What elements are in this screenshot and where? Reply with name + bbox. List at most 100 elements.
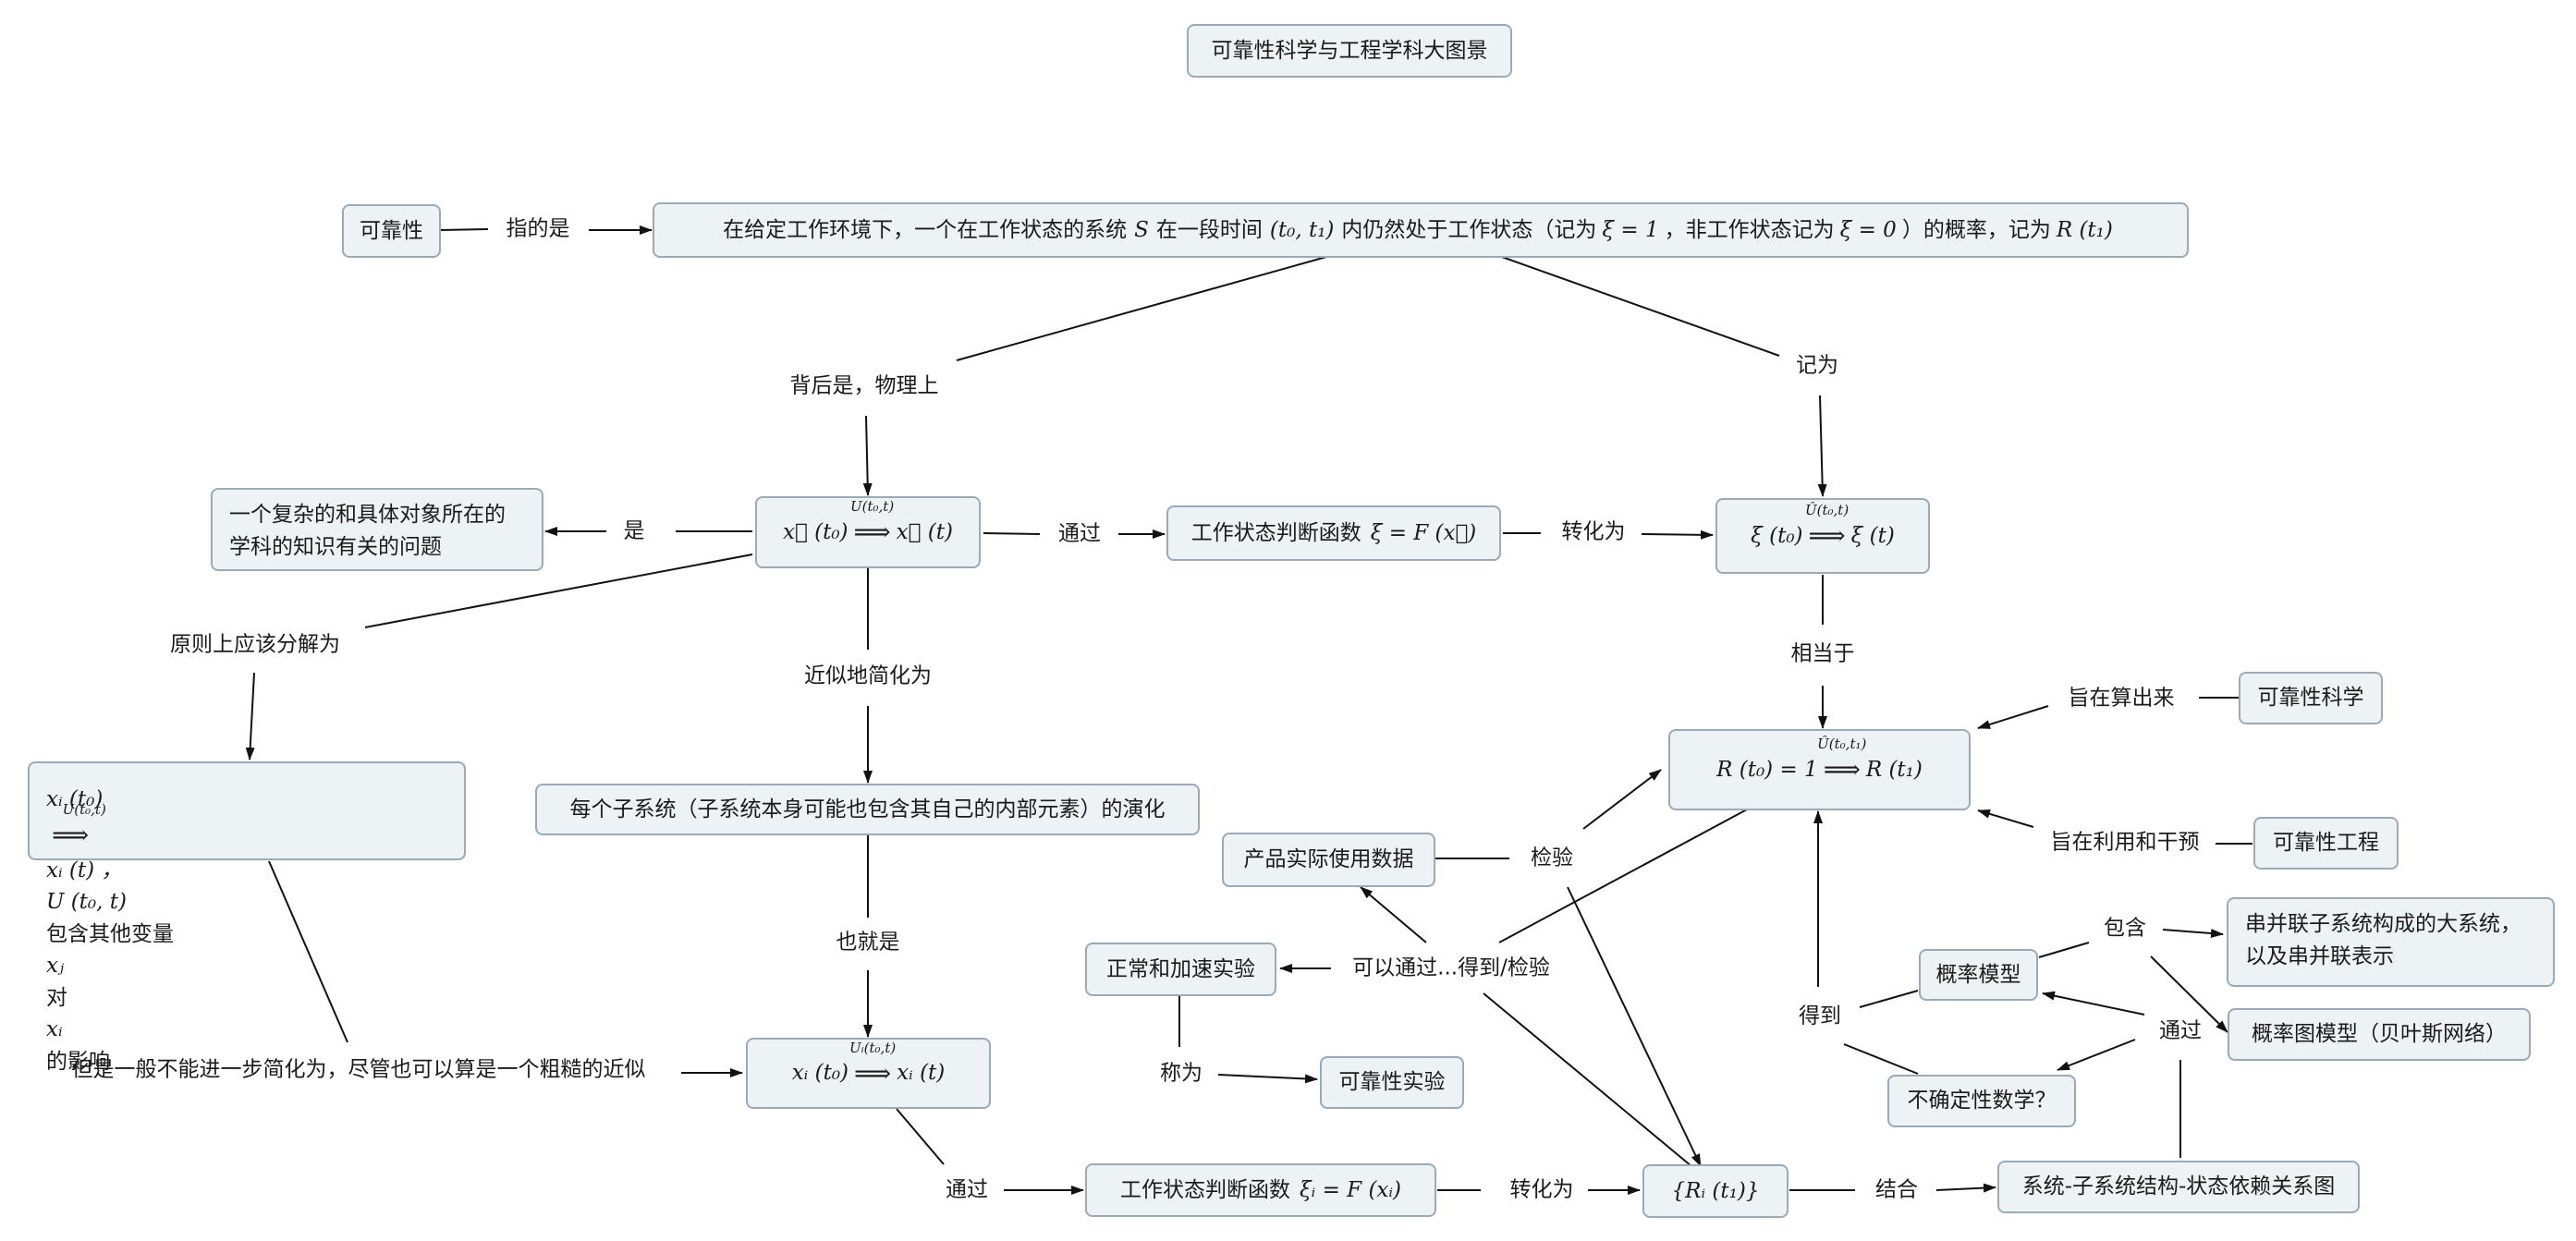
link bbox=[2038, 942, 2090, 958]
evo-arrow: U(t₀,t)⟹ bbox=[850, 498, 895, 547]
label-but: 但是一般不能进一步简化为，尽管也可以算是一个粗糙的近似 bbox=[71, 1057, 646, 1082]
label-equivalent: 相当于 bbox=[1790, 641, 1855, 666]
node-system-graph: 系统-子系统结构-状态依赖关系图 bbox=[1997, 1161, 2360, 1213]
node-sub-evolution: xᵢ (t₀) Uᵢ(t₀,t)⟹ xᵢ (t) bbox=[746, 1038, 991, 1109]
link bbox=[862, 415, 873, 496]
label-check: 检验 bbox=[1531, 846, 1573, 870]
node-evolution: x⃗ (t₀) U(t₀,t)⟹ x⃗ (t) bbox=[755, 496, 981, 568]
evo-lhs: x⃗ (t₀) bbox=[783, 519, 848, 544]
label-refers-to: 指的是 bbox=[506, 216, 570, 241]
label-obtain: 得到 bbox=[1799, 1004, 1841, 1028]
link bbox=[1501, 256, 1780, 357]
link bbox=[983, 532, 1041, 535]
node-ri-set: {Rᵢ (t₁)} bbox=[1642, 1164, 1789, 1218]
label-aim-compute: 旨在算出来 bbox=[2068, 686, 2175, 711]
label-convert-1: 转化为 bbox=[1561, 519, 1626, 544]
node-reliability-science: 可靠性科学 bbox=[2239, 672, 2383, 724]
link bbox=[2150, 955, 2228, 1033]
node-xi-evolution: ξ (t₀) Û(t₀,t)⟹ ξ (t) bbox=[1715, 498, 1930, 574]
judge-text: 工作状态判断函数 bbox=[1190, 520, 1361, 545]
def-text1: 在给定工作环境下，一个在工作状态的系统 bbox=[723, 217, 1128, 242]
req-lhs: R (t₀) = 1 bbox=[1716, 757, 1818, 782]
judge-i-text: 工作状态判断函数 bbox=[1119, 1177, 1290, 1202]
judge-expr: ξ = F (x⃗) bbox=[1370, 520, 1477, 545]
label-include: 包含 bbox=[2104, 916, 2146, 941]
judge-i-expr: ξᵢ = F (xᵢ) bbox=[1299, 1177, 1401, 1202]
def-xi0: ξ = 0 bbox=[1839, 217, 1897, 242]
sub-rhs: xᵢ (t) bbox=[897, 1061, 946, 1086]
node-reliability-equation: R (t₀) = 1 Û(t₀,t₁)⟹ R (t₁) bbox=[1668, 729, 1971, 810]
req-arrow: Û(t₀,t₁)⟹ bbox=[1817, 736, 1867, 785]
link bbox=[1582, 769, 1662, 830]
link bbox=[245, 672, 255, 760]
def-xi1: ξ = 1 bbox=[1602, 217, 1659, 242]
node-reliability: 可靠性 bbox=[342, 204, 441, 258]
node-uncertain-math: 不确定性数学？ bbox=[1887, 1075, 2076, 1127]
label-is: 是 bbox=[623, 518, 645, 543]
link bbox=[1977, 705, 2049, 729]
link bbox=[268, 860, 348, 1043]
link bbox=[1498, 809, 1748, 943]
link bbox=[1567, 886, 1702, 1167]
label-denoted: 记为 bbox=[1796, 353, 1838, 378]
complex-line1: 一个复杂的和具体对象所在的 bbox=[229, 503, 506, 527]
label-in-principle: 原则上应该分解为 bbox=[170, 632, 340, 657]
link bbox=[2042, 991, 2145, 1016]
link bbox=[2162, 929, 2224, 938]
link bbox=[896, 1108, 945, 1165]
def-text4: ，非工作状态记为 bbox=[1664, 217, 1835, 242]
node-reliability-test: 可靠性实验 bbox=[1320, 1056, 1464, 1109]
link bbox=[1641, 529, 1714, 540]
link bbox=[1935, 1183, 1996, 1193]
sub-arrow: Uᵢ(t₀,t)⟹ bbox=[848, 1039, 897, 1089]
link bbox=[1977, 809, 2034, 828]
label-combine: 结合 bbox=[1875, 1177, 1918, 1202]
label-called: 称为 bbox=[1160, 1061, 1203, 1086]
page-title: 可靠性科学与工程学科大图景 bbox=[1187, 24, 1512, 78]
label-convert-2: 转化为 bbox=[1509, 1177, 1574, 1202]
xi-lhs: ξ (t₀) bbox=[1751, 523, 1803, 548]
req-rhs: R (t₁) bbox=[1865, 757, 1923, 782]
node-judge-fn: 工作状态判断函数 ξ = F (x⃗) bbox=[1166, 505, 1501, 561]
link bbox=[1217, 1074, 1318, 1084]
link bbox=[1843, 1043, 1919, 1075]
def-interval: (t₀, t₁) bbox=[1269, 217, 1335, 242]
node-subsystem: 每个子系统（子系统本身可能也包含其自己的内部元素）的演化 bbox=[535, 784, 1200, 835]
link bbox=[1360, 886, 1427, 943]
label-physically: 背后是，物理上 bbox=[789, 373, 939, 398]
node-bayes-network: 概率图模型（贝叶斯网络） bbox=[2228, 1008, 2531, 1061]
def-var-s: S bbox=[1134, 217, 1149, 242]
node-judge-fn-i: 工作状态判断函数 ξᵢ = F (xᵢ) bbox=[1085, 1163, 1436, 1217]
decomp-line2: U (t₀, t) 包含其他变量 xⱼ 对 xᵢ 的影响 bbox=[46, 890, 174, 1074]
xi-arrow: Û(t₀,t)⟹ bbox=[1805, 502, 1850, 551]
link bbox=[1859, 990, 1919, 1008]
sp-line1: 串并联子系统构成的大系统， bbox=[2245, 912, 2521, 936]
link bbox=[2057, 1039, 2136, 1071]
label-that-is: 也就是 bbox=[836, 930, 900, 955]
def-text3: 内仍然处于工作状态（记为 bbox=[1341, 217, 1597, 242]
label-via-1: 通过 bbox=[1058, 521, 1101, 546]
node-probability-model: 概率模型 bbox=[1919, 949, 2038, 1001]
node-series-parallel: 串并联子系统构成的大系统， 以及串并联表示 bbox=[2227, 897, 2555, 987]
xi-rhs: ξ (t) bbox=[1850, 523, 1895, 548]
sp-line2: 以及串并联表示 bbox=[2245, 943, 2394, 968]
node-definition: 在给定工作环境下，一个在工作状态的系统 S 在一段时间 (t₀, t₁) 内仍然… bbox=[653, 202, 2189, 258]
node-product-data: 产品实际使用数据 bbox=[1222, 833, 1435, 887]
def-text5: ）的概率，记为 bbox=[1901, 217, 2051, 242]
complex-line2: 学科的知识有关的问题 bbox=[229, 534, 442, 559]
label-obtain-check: 可以通过...得到/检验 bbox=[1352, 955, 1550, 980]
label-via-3: 通过 bbox=[946, 1177, 988, 1202]
link bbox=[364, 554, 753, 628]
node-complex-problem: 一个复杂的和具体对象所在的 学科的知识有关的问题 bbox=[211, 488, 543, 571]
def-r: R (t₁) bbox=[2056, 217, 2113, 242]
label-via-2: 通过 bbox=[2159, 1018, 2202, 1043]
decomp-line1: xᵢ (t₀) U(t₀,t)⟹ xᵢ (t) ， bbox=[46, 787, 123, 882]
def-text2: 在一段时间 bbox=[1155, 217, 1263, 242]
node-normal-test: 正常和加速实验 bbox=[1085, 943, 1276, 996]
link bbox=[1817, 395, 1827, 497]
label-aim-use: 旨在利用和干预 bbox=[2050, 830, 2200, 855]
link bbox=[439, 228, 489, 231]
label-approx: 近似地简化为 bbox=[804, 663, 932, 688]
node-decomposition: xᵢ (t₀) U(t₀,t)⟹ xᵢ (t) ， U (t₀, t) 包含其他… bbox=[28, 761, 466, 1074]
